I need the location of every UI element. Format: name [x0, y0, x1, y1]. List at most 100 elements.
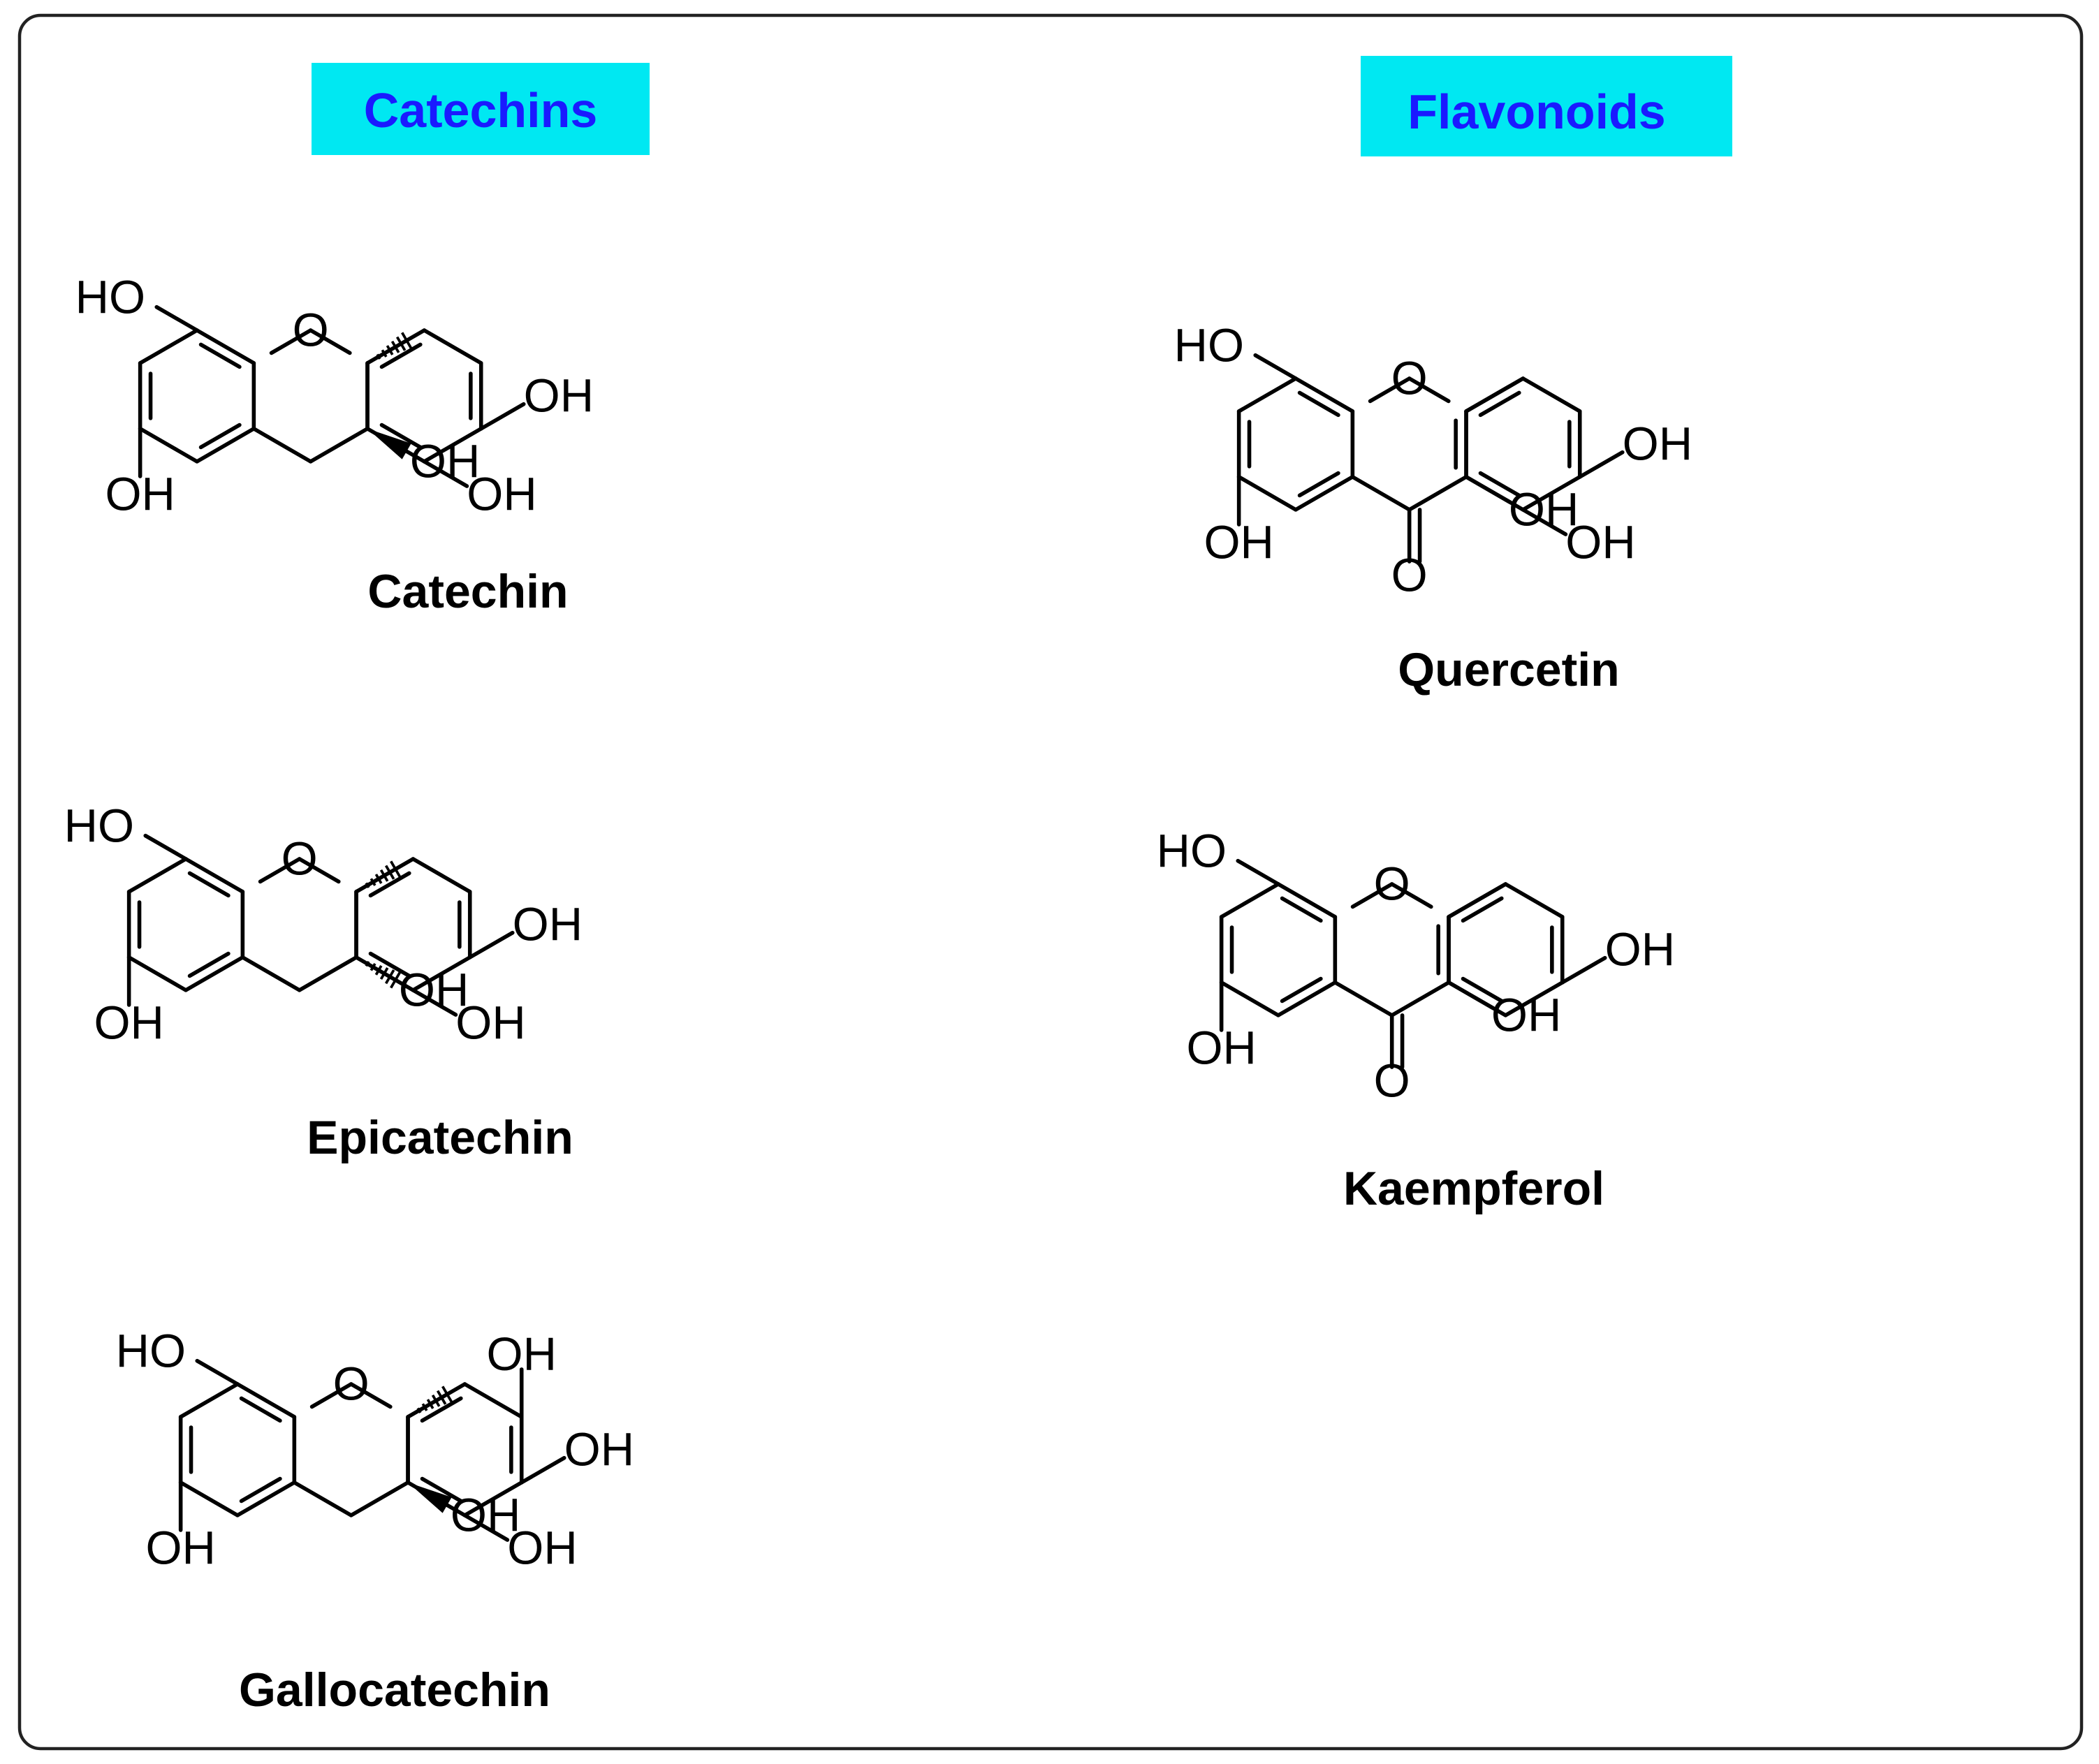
hashed-wedge-bond	[411, 1386, 453, 1416]
atom-label-o1: O	[1391, 353, 1428, 405]
bond	[349, 1382, 393, 1409]
bond	[240, 955, 302, 992]
atom-label-oh4p: OH	[467, 468, 536, 520]
bond	[184, 955, 245, 992]
bond	[422, 460, 469, 488]
double-bond-line	[379, 422, 423, 450]
double-bond-line	[379, 342, 423, 369]
epicatechin-label: Epicatechin	[307, 1111, 573, 1164]
bond	[1236, 475, 1298, 512]
flavonoids-heading-box	[1361, 56, 1732, 156]
bond	[251, 427, 313, 464]
bond	[269, 328, 313, 355]
bond	[1464, 376, 1526, 413]
bond	[309, 1382, 353, 1409]
double-bond-line	[1478, 471, 1521, 498]
bond	[411, 857, 472, 894]
catechins-heading-box	[312, 63, 650, 155]
catechins-heading: Catechins	[364, 83, 598, 138]
atom-label-oh5: OH	[145, 1522, 215, 1574]
bond	[1503, 882, 1565, 919]
bond	[1389, 882, 1433, 909]
bond	[1368, 376, 1412, 404]
double-bond-line	[187, 871, 231, 898]
bond	[1407, 475, 1468, 512]
atom-label-oh4p: OH	[507, 1522, 577, 1574]
bond	[178, 1382, 240, 1419]
bond	[1236, 858, 1280, 886]
atom-label-oh4p: OH	[1605, 923, 1675, 976]
atom-label-ho7: HO	[64, 800, 134, 853]
double-bond-line	[239, 1396, 282, 1423]
figure-border	[17, 13, 2084, 1751]
bond	[1521, 508, 1568, 536]
bond	[1521, 376, 1582, 413]
atom-label-oh5: OH	[1204, 516, 1273, 568]
atom-label-oh3p: OH	[564, 1423, 634, 1476]
bond	[184, 857, 245, 894]
bond	[462, 1513, 510, 1542]
kaempferol-label: Kaempferol	[1343, 1162, 1604, 1215]
atom-label-oh3: OH	[1491, 989, 1561, 1041]
double-bond-line	[1297, 471, 1340, 498]
bond	[519, 1455, 566, 1485]
atom-label-oh5p: OH	[487, 1328, 557, 1381]
double-bond-line	[1280, 896, 1323, 923]
bond	[411, 955, 472, 992]
bond	[292, 1480, 353, 1517]
bond	[478, 402, 526, 431]
bond	[143, 833, 188, 861]
double-bond-line	[239, 1476, 282, 1504]
atom-label-ho7: HO	[75, 272, 145, 324]
double-bond-line	[368, 871, 411, 898]
bond	[1333, 980, 1394, 1017]
double-bond-line	[368, 951, 411, 978]
bond	[1276, 882, 1338, 919]
bond	[422, 427, 483, 464]
atom-label-oh4p: OH	[455, 997, 525, 1049]
atom-label-oxo: O	[1391, 549, 1428, 601]
bond	[1253, 353, 1298, 381]
atom-label-o1: O	[1374, 858, 1410, 911]
flavonoids-heading: Flavonoids	[1407, 84, 1665, 139]
atom-label-oxo: O	[1374, 1054, 1410, 1107]
bond	[308, 427, 370, 464]
bond	[138, 427, 199, 464]
bond	[1236, 376, 1298, 413]
bond	[308, 328, 352, 355]
double-bond-line	[1461, 976, 1504, 1004]
double-bond-line	[187, 951, 231, 978]
bond	[195, 328, 256, 365]
bond	[467, 930, 515, 960]
bond	[1447, 980, 1495, 1010]
atom-label-o1: O	[293, 304, 329, 357]
bond	[1350, 475, 1412, 512]
hashed-wedge-bond	[360, 958, 402, 989]
double-bond-line	[420, 1476, 463, 1504]
bond	[462, 1382, 524, 1419]
wedge-bond	[367, 428, 411, 460]
atom-label-ho7: HO	[116, 1325, 186, 1378]
quercetin-label: Quercetin	[1398, 643, 1619, 696]
double-bond-line	[1461, 896, 1504, 923]
atom-label-oh3p: OH	[513, 898, 583, 950]
bond	[138, 328, 199, 365]
hashed-wedge-bond	[360, 860, 402, 890]
bond	[1294, 475, 1355, 512]
gallocatechin-label: Gallocatechin	[239, 1663, 550, 1717]
bond	[462, 1480, 524, 1517]
bond	[1407, 376, 1451, 404]
bond	[1389, 980, 1451, 1017]
bond	[349, 1480, 410, 1517]
double-bond-line	[1280, 976, 1323, 1004]
bond	[1503, 980, 1565, 1017]
atom-label-oh4p: OH	[1565, 516, 1635, 568]
atom-label-ho7: HO	[1174, 320, 1244, 372]
